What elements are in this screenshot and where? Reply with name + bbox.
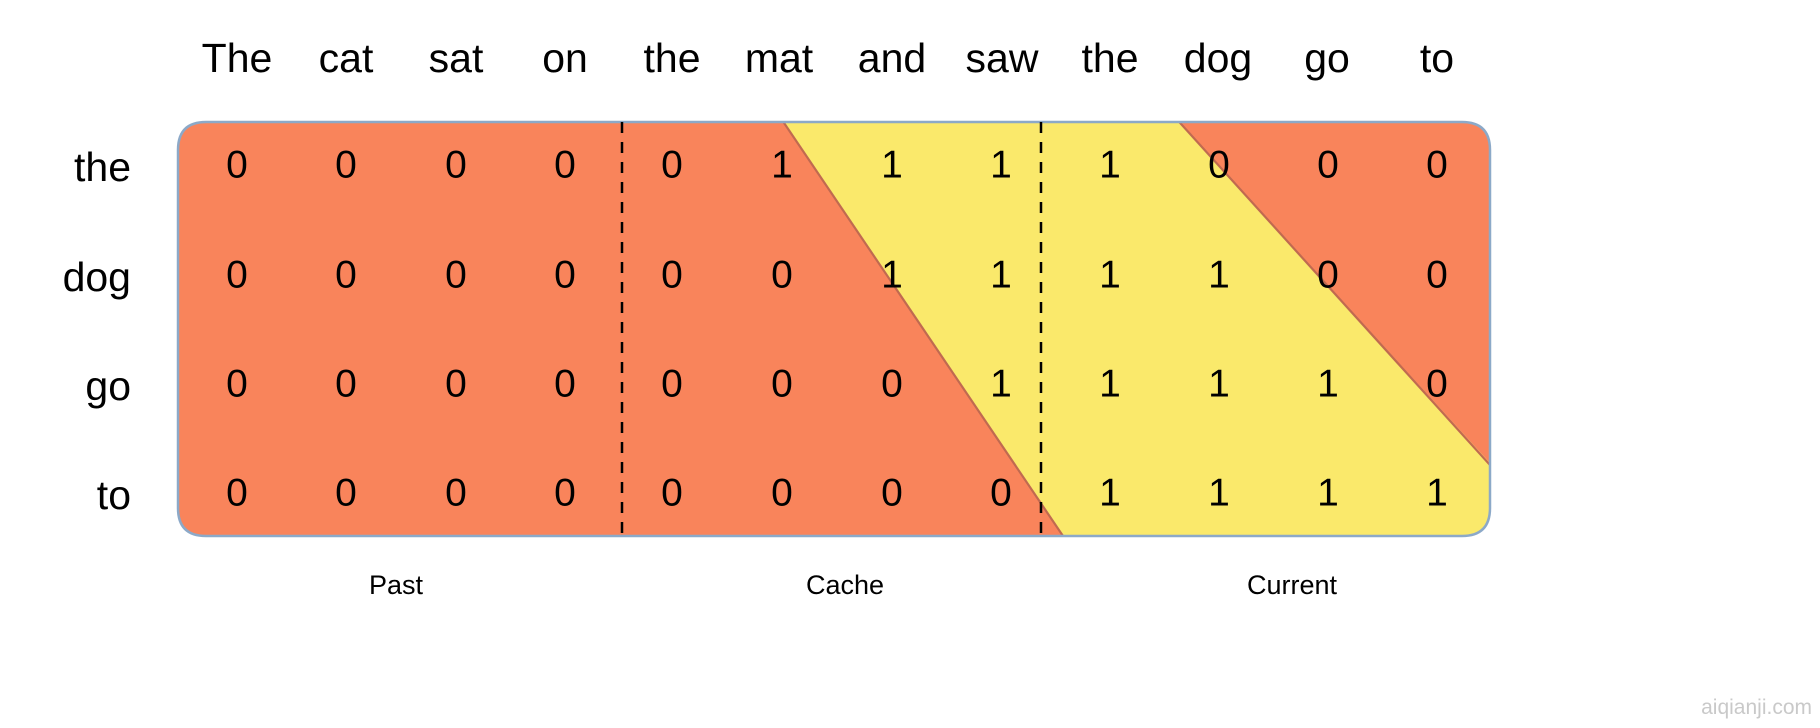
column-header-10: go — [1304, 35, 1350, 81]
row-header-3: to — [97, 472, 131, 518]
section-label-cache: Cache — [806, 570, 884, 600]
column-header-1: cat — [319, 35, 374, 81]
cell-3-2: 0 — [445, 471, 467, 514]
watermark: aiqianji.com — [1701, 696, 1812, 719]
cell-2-5: 0 — [771, 362, 793, 405]
cell-1-3: 0 — [554, 253, 576, 296]
cell-3-9: 1 — [1208, 471, 1230, 514]
current-diagonal-boundary — [1171, 122, 1490, 477]
cache-diagonal-boundary — [777, 122, 1064, 536]
cell-2-8: 1 — [1099, 362, 1121, 405]
cell-1-7: 1 — [990, 253, 1012, 296]
matrix-outer-border — [176, 120, 1492, 538]
cell-0-1: 0 — [335, 143, 357, 186]
cell-0-8: 1 — [1099, 143, 1121, 186]
cell-2-2: 0 — [445, 362, 467, 405]
cell-1-1: 0 — [335, 253, 357, 296]
row-header-1: dog — [63, 254, 131, 300]
cell-1-6: 1 — [881, 253, 903, 296]
cell-0-5: 1 — [771, 143, 793, 186]
cell-1-11: 0 — [1426, 253, 1448, 296]
row-headers: the dog go to — [63, 144, 131, 518]
column-header-9: dog — [1184, 35, 1252, 81]
cell-2-10: 1 — [1317, 362, 1339, 405]
matrix-cells: 0 0 0 0 0 1 1 1 1 0 0 0 0 0 0 0 0 0 1 1 … — [226, 143, 1448, 514]
column-header-6: and — [858, 35, 926, 81]
cell-0-0: 0 — [226, 143, 248, 186]
column-header-4: the — [644, 35, 701, 81]
column-header-7: saw — [966, 35, 1039, 81]
cell-1-9: 1 — [1208, 253, 1230, 296]
cell-3-6: 0 — [881, 471, 903, 514]
cell-1-8: 1 — [1099, 253, 1121, 296]
row-header-0: the — [74, 144, 131, 190]
cell-0-4: 0 — [661, 143, 683, 186]
cell-2-9: 1 — [1208, 362, 1230, 405]
cell-1-4: 0 — [661, 253, 683, 296]
cell-3-7: 0 — [990, 471, 1012, 514]
column-header-5: mat — [745, 35, 814, 81]
cell-3-8: 1 — [1099, 471, 1121, 514]
cell-3-0: 0 — [226, 471, 248, 514]
cell-2-1: 0 — [335, 362, 357, 405]
cell-0-7: 1 — [990, 143, 1012, 186]
cell-0-10: 0 — [1317, 143, 1339, 186]
cell-2-4: 0 — [661, 362, 683, 405]
column-header-2: sat — [429, 35, 484, 81]
cell-0-6: 1 — [881, 143, 903, 186]
cell-1-5: 0 — [771, 253, 793, 296]
cell-2-0: 0 — [226, 362, 248, 405]
cell-2-6: 0 — [881, 362, 903, 405]
section-label-past: Past — [369, 570, 424, 600]
row-header-2: go — [85, 363, 131, 409]
section-label-current: Current — [1247, 570, 1338, 600]
cell-1-2: 0 — [445, 253, 467, 296]
cell-3-5: 0 — [771, 471, 793, 514]
cell-2-3: 0 — [554, 362, 576, 405]
section-labels: Past Cache Current — [369, 570, 1338, 600]
column-header-8: the — [1082, 35, 1139, 81]
cell-3-11: 1 — [1426, 471, 1448, 514]
column-headers: The cat sat on the mat and saw the dog g… — [202, 35, 1454, 81]
cell-0-2: 0 — [445, 143, 467, 186]
cell-0-11: 0 — [1426, 143, 1448, 186]
cell-3-3: 0 — [554, 471, 576, 514]
cell-2-7: 1 — [990, 362, 1012, 405]
cell-2-11: 0 — [1426, 362, 1448, 405]
matrix-body — [176, 120, 1492, 538]
cell-0-3: 0 — [554, 143, 576, 186]
cell-1-0: 0 — [226, 253, 248, 296]
section-dividers — [620, 122, 1043, 536]
cell-3-1: 0 — [335, 471, 357, 514]
cell-0-9: 0 — [1208, 143, 1230, 186]
cell-1-10: 0 — [1317, 253, 1339, 296]
column-header-11: to — [1420, 35, 1454, 81]
column-header-3: on — [542, 35, 588, 81]
cell-3-10: 1 — [1317, 471, 1339, 514]
masked-region-lower-left — [178, 122, 1063, 536]
cell-3-4: 0 — [661, 471, 683, 514]
column-header-0: The — [202, 35, 273, 81]
